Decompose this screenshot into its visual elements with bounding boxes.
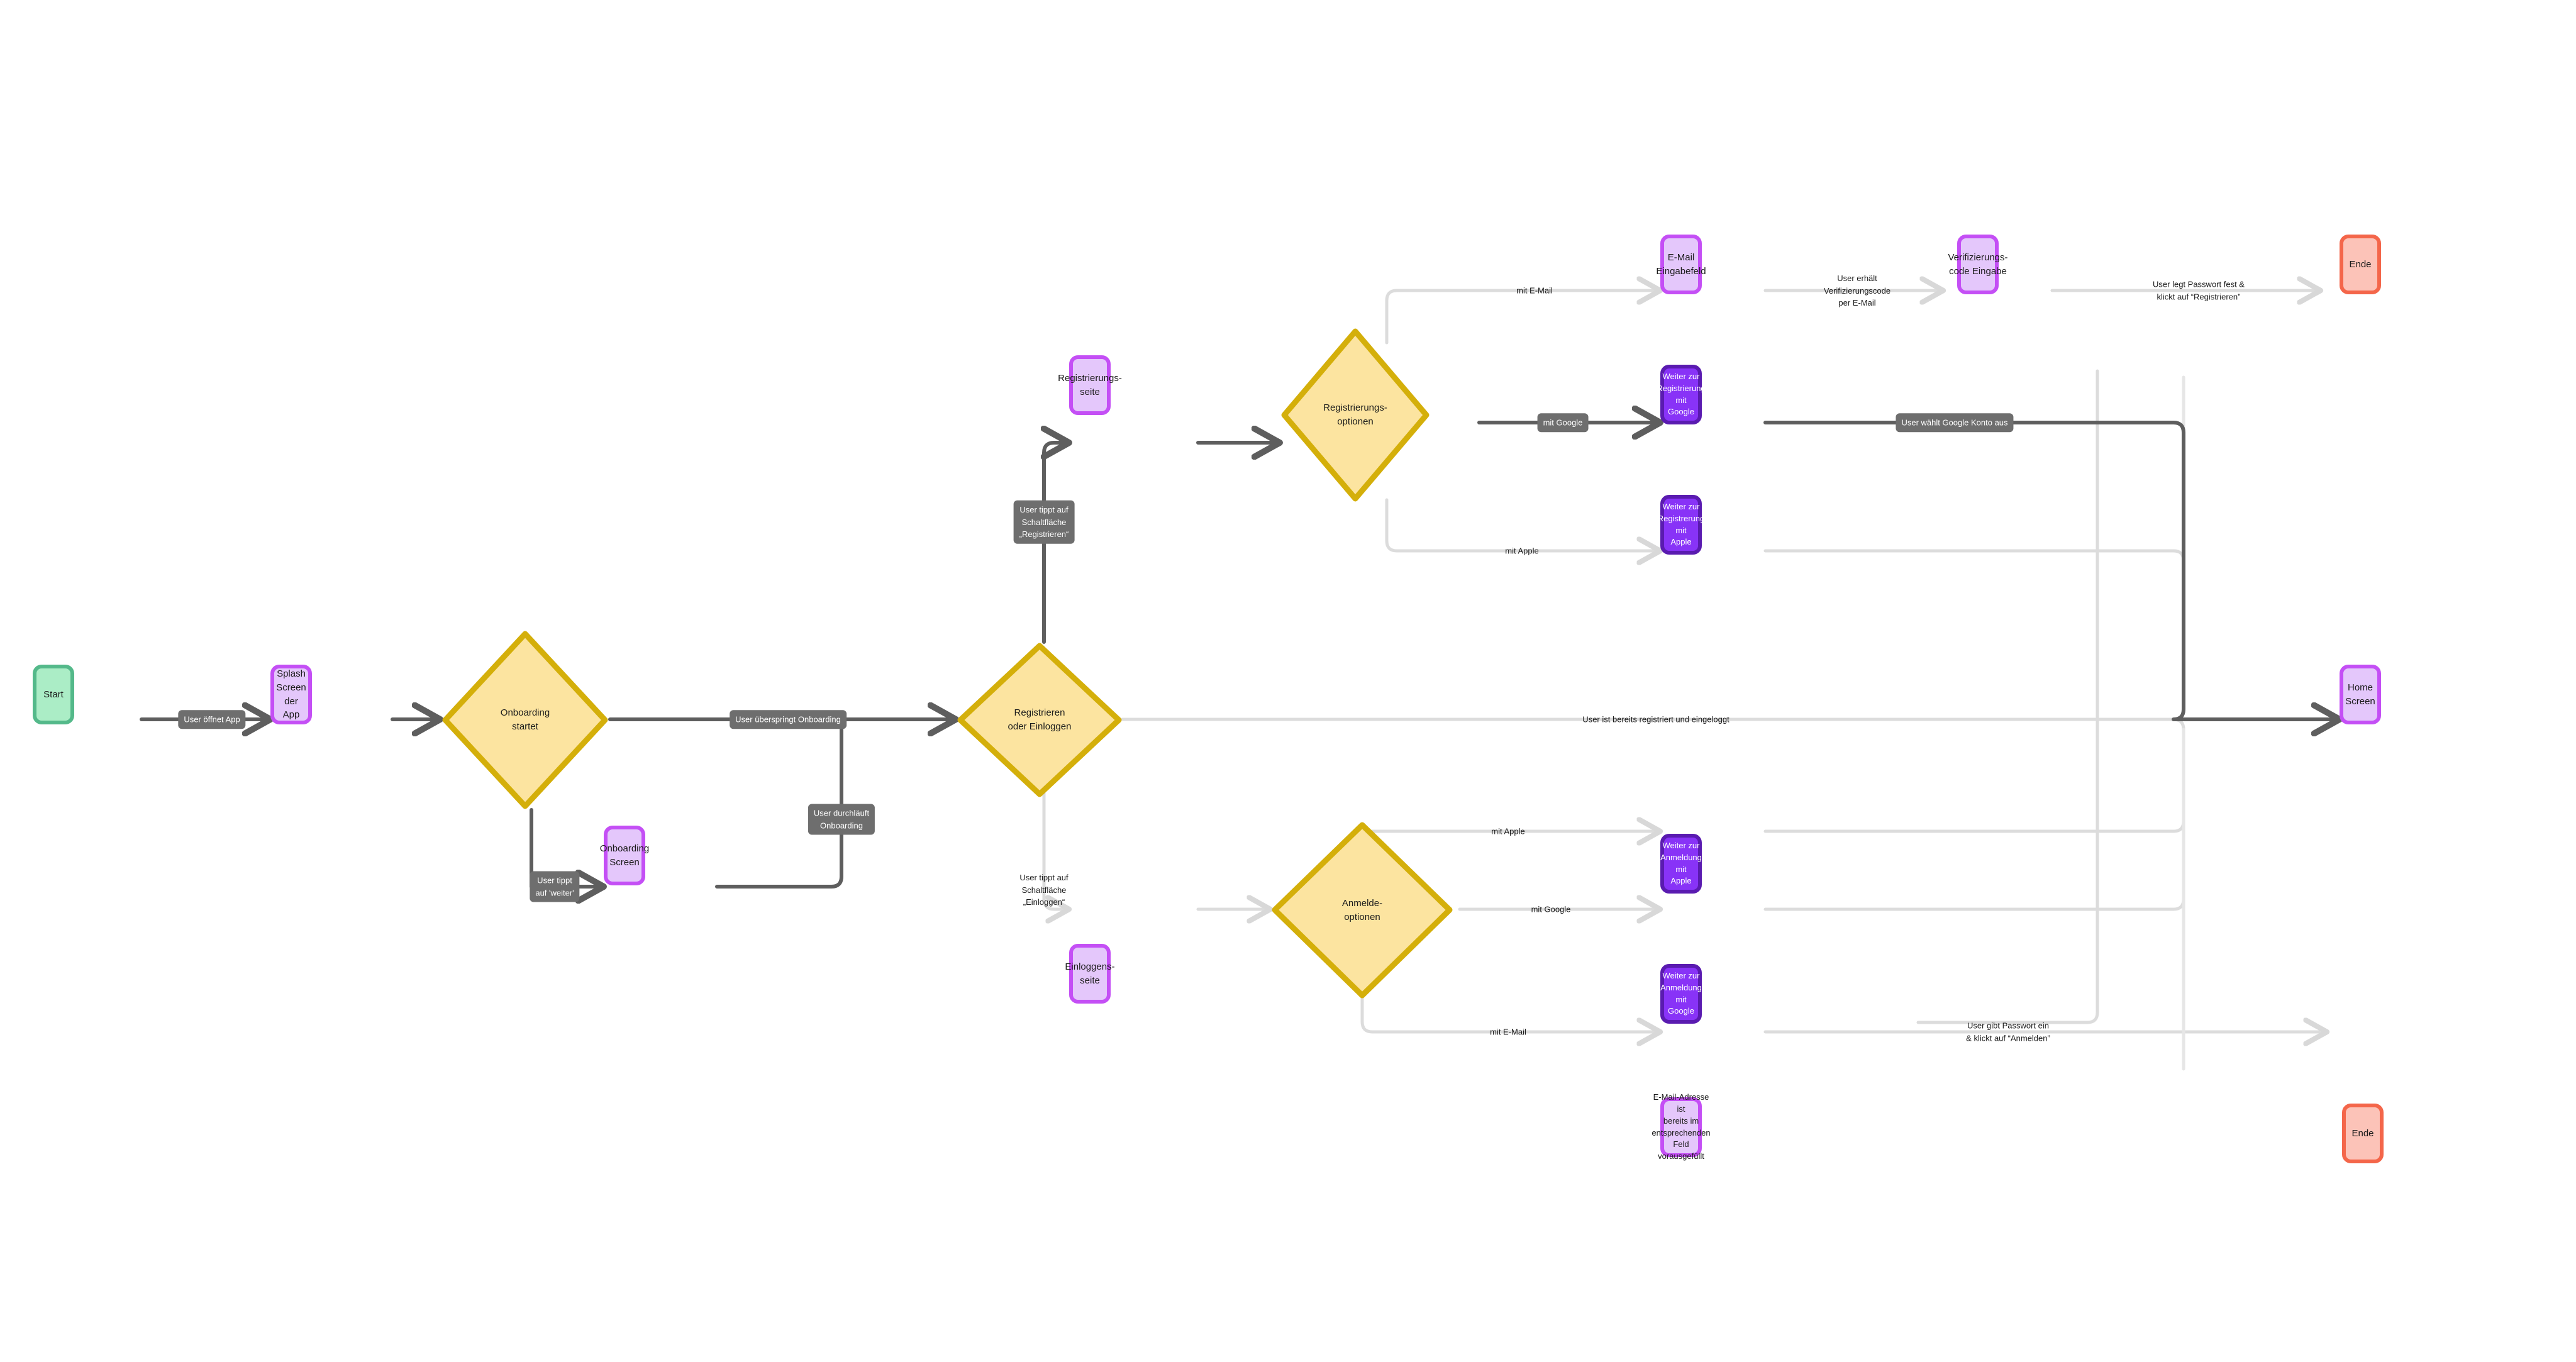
edge-label-mit-apple-register: mit Apple [1505,545,1538,557]
node-label: Registrieren oder Einloggen [1008,707,1072,732]
label-text: mit E-Mail [1490,1027,1526,1037]
diamond-shape [957,643,1122,797]
edge-label-bereits-registriert: User ist bereits registriert und eingelo… [1582,713,1729,726]
node-registrierungsoptionen[interactable]: Registrierungs- optionen [1280,327,1431,503]
diamond-shape [1281,328,1430,502]
edge-label-user-tippt-einloggen: User tippt auf Schaltfläche „Einloggen“ [1019,872,1068,909]
node-email-vorausgefuellt[interactable]: E-Mail-Adresse ist bereits im entspreche… [1652,1092,1710,1161]
edge-google-home-a [1763,421,2329,721]
node-weiter-registrierung-apple[interactable]: Weiter zur Registrerung mit Apple [1657,495,1705,555]
label-text: User überspringt Onboarding [735,714,841,724]
node-einloggensseite[interactable]: Einloggens- seite [1065,944,1115,1004]
node-label: E-Mail Eingabefeld [1656,252,1706,277]
edge-label-user-durchlaeuft: User durchläuft Onboarding [808,804,875,835]
edge-screen-back [715,717,843,889]
edge-label-mit-google-login: mit Google [1531,903,1571,916]
edge-label-user-gibt-passwort-ein: User gibt Passwort ein & klickt auf “Anm… [1966,1020,2050,1044]
node-home-screen[interactable]: Home Screen [2340,665,2381,724]
node-label: Ende [2351,1127,2374,1139]
label-text: mit Apple [1491,826,1525,836]
node-label: Weiter zur Registrerung mit Apple [1657,501,1705,547]
node-registrieren-oder-einloggen[interactable]: Registrieren oder Einloggen [956,641,1123,799]
label-text: mit Google [1531,904,1571,914]
label-text: User tippt auf 'weiter' [535,875,574,898]
label-text: mit Apple [1505,546,1539,556]
edge-label-user-waehlt-google-konto: User wählt Google Konto aus [1896,413,2014,432]
edge-label-user-tippt-weiter: User tippt auf 'weiter' [530,871,580,902]
edge-label-user-ueberspringt: User überspringt Onboarding [730,710,847,729]
edge-regapple-home [1763,549,2185,721]
label-text: mit E-Mail [1516,285,1553,296]
node-registrierungsseite[interactable]: Registrierungs- seite [1058,355,1122,415]
node-label: E-Mail-Adresse ist bereits im entspreche… [1652,1092,1711,1161]
edge-label-user-erhaelt-code: User erhält Verifizierungscode per E-Mai… [1824,272,1890,309]
node-weiter-anmeldung-apple[interactable]: Weiter zur Anmeldung mit Apple [1660,834,1702,894]
node-label: Start [43,689,64,700]
node-label: Einloggens- seite [1065,961,1115,986]
node-label: Registrierungs- seite [1058,372,1122,397]
edge-label-mit-email-register: mit E-Mail [1516,284,1553,297]
node-label: Onboarding startet [500,707,550,732]
node-label: Anmelde- optionen [1341,897,1383,922]
node-verifizierungscode-eingabe[interactable]: Verifizierungs- code Eingabe [1948,235,2008,294]
node-anmeldeoptionen[interactable]: Anmelde- optionen [1270,821,1454,1000]
edge-password-rail-top [2085,369,2099,1024]
edge-label-user-oeffnet-app: User öffnet App [178,710,246,729]
label-text: User erhält Verifizierungscode per E-Mai… [1823,273,1891,307]
edge-logingoogle-home [1763,717,2185,911]
label-text: User tippt auf Schaltfläche „Einloggen“ [1019,872,1069,907]
label-text: User durchläuft Onboarding [813,808,870,831]
label-text: User legt Passwort fest & klickt auf “Re… [2153,279,2245,302]
edge-label-mit-email-login: mit E-Mail [1490,1026,1526,1038]
node-label: Home Screen [2345,682,2375,707]
node-label: Ende [2349,258,2372,270]
diamond-shape [442,631,608,809]
edge-label-user-legt-passwort-fest: User legt Passwort fest & klickt auf “Re… [2153,279,2245,303]
edge-label-user-tippt-registrieren: User tippt auf Schaltfläche „Registriere… [1013,500,1075,544]
node-ende-registrierung[interactable]: Ende [2340,235,2381,294]
node-ende-anmeldung[interactable]: Ende [2342,1104,2384,1163]
edge-loginapple-home [1763,717,2185,833]
node-weiter-anmeldung-google[interactable]: Weiter zur Anmeldung mit Google [1660,964,1702,1024]
label-text: User gibt Passwort ein & klickt auf “Anm… [1966,1021,2050,1043]
node-label: Weiter zur Registrierung mit Google [1657,371,1706,417]
label-text: mit Google [1543,418,1583,428]
node-label: Onboarding Screen [599,843,650,868]
edge-label-mit-google-register: mit Google [1537,413,1589,432]
node-start[interactable]: Start [33,665,74,724]
label-text: User öffnet App [184,714,240,724]
label-text: User wählt Google Konto aus [1901,418,2008,428]
node-splash-screen[interactable]: Splash Screen der App [270,665,312,724]
node-label: Verifizierungs- code Eingabe [1948,252,2008,277]
node-label: Weiter zur Anmeldung mit Apple [1660,840,1702,886]
node-onboarding-startet[interactable]: Onboarding startet [440,629,610,811]
label-text: User ist bereits registriert und eingelo… [1582,714,1729,724]
node-email-eingabefeld[interactable]: E-Mail Eingabefeld [1656,235,1706,294]
node-onboarding-screen[interactable]: Onboarding Screen [600,826,649,885]
node-label: Weiter zur Anmeldung mit Google [1660,970,1702,1016]
node-weiter-registrierung-google[interactable]: Weiter zur Registrierung mit Google [1657,365,1706,424]
edge-label-mit-apple-login: mit Apple [1491,825,1524,838]
label-text: User tippt auf Schaltfläche „Registriere… [1019,504,1069,539]
node-label: Splash Screen der App [276,668,306,721]
edge-reg-apple [1385,498,1660,551]
node-label: Registrierungs- optionen [1323,402,1387,427]
